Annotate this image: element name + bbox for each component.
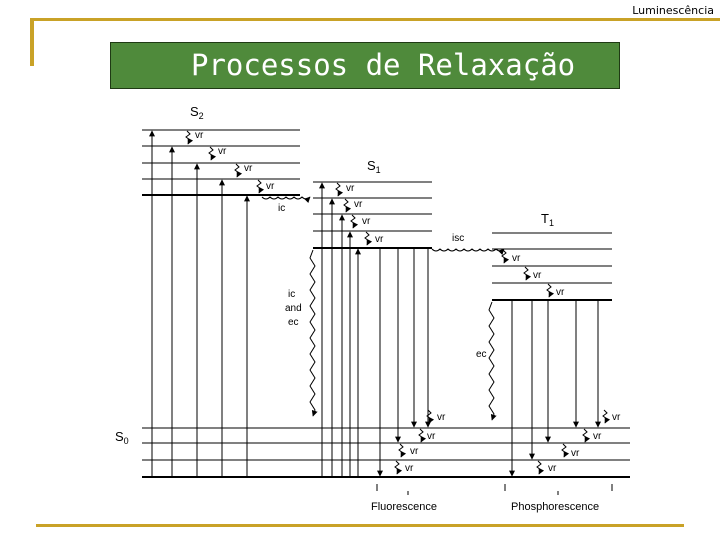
ic-and-ec-label: ic and ec bbox=[285, 289, 302, 328]
ic-and-ec-line2: and bbox=[285, 303, 302, 314]
isc-label: isc bbox=[452, 233, 464, 244]
ic-and-ec-line3: ec bbox=[288, 317, 299, 328]
vr-label: vr bbox=[218, 146, 227, 157]
fluorescence-arrows bbox=[377, 249, 431, 477]
vr-label: vr bbox=[512, 253, 521, 264]
t1-vr-arrows bbox=[501, 249, 555, 298]
vr-label: vr bbox=[405, 463, 414, 474]
ic-label: ic bbox=[278, 203, 285, 214]
vr-label: vr bbox=[375, 234, 384, 245]
vr-label: vr bbox=[362, 216, 371, 227]
vr-label: vr bbox=[437, 412, 446, 423]
vr-label: vr bbox=[410, 446, 419, 457]
phosphorescence-arrows bbox=[509, 301, 601, 477]
s1-levels bbox=[313, 181, 432, 249]
vr-label: vr bbox=[612, 412, 621, 423]
s1-vr-arrows bbox=[335, 182, 373, 246]
s0-vr-labels-left: vr vr vr vr bbox=[405, 412, 446, 474]
vr-label: vr bbox=[266, 181, 275, 192]
isc-arrow bbox=[431, 248, 505, 255]
s2-vr-labels: vr vr vr vr bbox=[195, 130, 275, 192]
ic-s2-s1-arrow bbox=[261, 196, 311, 203]
ec-label: ec bbox=[476, 349, 487, 360]
s1-vr-labels: vr vr vr vr bbox=[346, 183, 384, 245]
emission-brackets bbox=[376, 484, 613, 495]
s0-vr-arrows-left bbox=[394, 409, 435, 475]
frame-accent-bottom bbox=[36, 524, 684, 527]
slide-title: Processos de Relaxação bbox=[191, 48, 576, 82]
phosphorescence-label: Phosphorescence bbox=[511, 501, 599, 513]
vr-label: vr bbox=[427, 431, 436, 442]
emission-labels: Fluorescence Phosphorescence bbox=[371, 501, 599, 513]
vr-label: vr bbox=[244, 163, 253, 174]
vr-label: vr bbox=[346, 183, 355, 194]
absorption-arrows-s1 bbox=[319, 182, 361, 477]
s2-vr-arrows bbox=[185, 130, 265, 194]
s0-vr-arrows-right bbox=[536, 409, 611, 475]
ic-and-ec-line1: ic bbox=[288, 289, 295, 300]
title-bar: Processos de Relaxação bbox=[110, 42, 620, 89]
vr-label: vr bbox=[354, 199, 363, 210]
vr-label: vr bbox=[195, 130, 204, 141]
s0-vr-labels-right: vr vr vr vr bbox=[548, 412, 621, 474]
frame-accent-top bbox=[30, 18, 720, 21]
ic-ec-s1-s0-arrow bbox=[309, 249, 318, 417]
fluorescence-label: Fluorescence bbox=[371, 501, 437, 513]
t1-levels bbox=[492, 232, 612, 301]
s0-levels bbox=[142, 427, 630, 478]
ec-t1-s0-arrow bbox=[488, 301, 497, 421]
state-labels: S2 S1 T1 S0 bbox=[115, 104, 554, 446]
vr-label: vr bbox=[556, 287, 565, 298]
topic-label: Luminescência bbox=[632, 4, 714, 17]
frame-accent-vertical bbox=[30, 18, 34, 66]
t1-vr-labels: vr vr vr bbox=[512, 253, 565, 298]
s0-label: S0 bbox=[115, 429, 129, 446]
s2-levels bbox=[142, 129, 300, 196]
absorption-arrows-s2 bbox=[149, 130, 250, 477]
vr-label: vr bbox=[593, 431, 602, 442]
t1-label: T1 bbox=[541, 211, 554, 228]
vr-label: vr bbox=[548, 463, 557, 474]
vr-label: vr bbox=[533, 270, 542, 281]
vr-label: vr bbox=[571, 448, 580, 459]
s1-label: S1 bbox=[367, 158, 381, 175]
s2-label: S2 bbox=[190, 104, 204, 121]
